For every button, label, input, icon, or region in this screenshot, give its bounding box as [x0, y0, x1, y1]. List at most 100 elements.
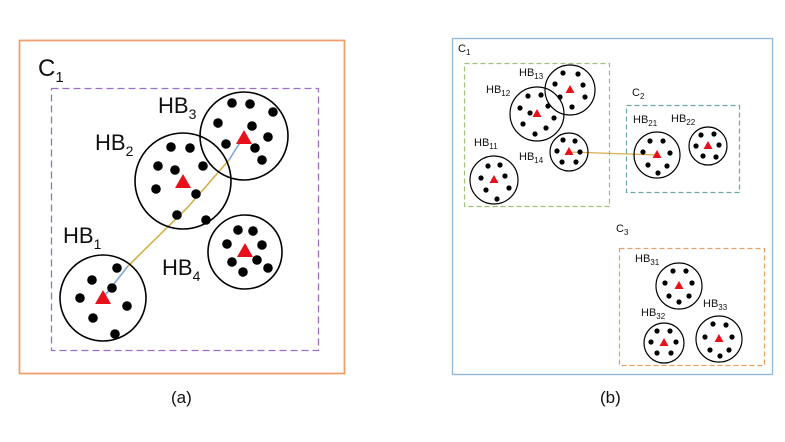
hyperball-hb22 — [688, 126, 728, 166]
hyperball-hb31 — [655, 262, 703, 310]
data-point — [654, 328, 660, 334]
data-point — [560, 70, 566, 76]
hyperball-boundary — [643, 322, 685, 364]
ball-center-triangle — [237, 243, 253, 257]
data-point — [654, 350, 660, 356]
ball-center-triangle — [703, 141, 713, 149]
data-point — [711, 131, 717, 137]
hb21-label: HB21 — [633, 114, 658, 128]
data-point — [520, 121, 526, 127]
data-point — [227, 257, 237, 267]
hyperball-boundary — [688, 126, 728, 166]
hb11-label: HB11 — [474, 137, 498, 151]
data-point — [525, 93, 531, 99]
data-point — [247, 121, 257, 131]
data-point — [559, 159, 565, 165]
hb4-label: HB4 — [162, 255, 201, 284]
data-point — [572, 138, 578, 144]
data-point — [483, 187, 489, 193]
hb31-label: HB31 — [635, 253, 660, 267]
data-point — [573, 159, 579, 165]
data-point — [485, 163, 491, 169]
hyperball-hb32 — [643, 322, 685, 364]
data-point — [667, 328, 673, 334]
data-point — [655, 170, 661, 176]
data-point — [670, 268, 676, 274]
data-point — [227, 98, 237, 108]
hyperball-boundary — [549, 132, 589, 172]
data-point — [185, 143, 195, 153]
data-point — [666, 293, 672, 299]
data-point — [723, 322, 729, 328]
data-point — [172, 210, 182, 220]
data-point — [689, 280, 695, 286]
data-point — [248, 226, 258, 236]
ball-center-triangle — [175, 174, 191, 188]
data-point — [263, 263, 273, 273]
data-point — [580, 82, 586, 88]
cluster-c2-label: C2 — [632, 87, 645, 101]
data-point — [238, 267, 248, 277]
hyperball-hb13 — [544, 64, 596, 116]
data-point — [213, 118, 223, 128]
data-point — [667, 150, 673, 156]
hyperball-hb21 — [633, 131, 681, 179]
link-hb2-hb3-yellow — [187, 159, 230, 208]
hyperball-hb2 — [134, 132, 232, 230]
hyperball-boundary — [469, 155, 519, 205]
ball-center-triangle — [714, 334, 724, 342]
hb14-label: HB14 — [519, 151, 544, 165]
data-point — [257, 240, 267, 250]
outer-frame — [451, 37, 774, 376]
ball-center-triangle — [95, 290, 111, 304]
data-point — [702, 334, 708, 340]
hyperball-hb3 — [199, 91, 289, 181]
data-point — [245, 99, 255, 109]
data-point — [122, 301, 132, 311]
data-point — [577, 149, 583, 155]
hb12-label: HB12 — [486, 84, 511, 98]
cluster-c1-frame — [18, 39, 346, 375]
data-point — [668, 350, 674, 356]
hyperball-boundary — [134, 132, 232, 230]
data-point — [543, 125, 549, 131]
ball-center-triangle — [532, 109, 542, 117]
ball-center-triangle — [565, 85, 575, 93]
data-point — [538, 92, 544, 98]
data-point — [527, 110, 533, 116]
hyperball-hb1 — [59, 254, 147, 342]
data-point — [88, 313, 98, 323]
hyperball-boundary — [199, 91, 289, 181]
hyperball-hb33 — [695, 315, 743, 363]
data-point — [532, 131, 538, 137]
cluster-c3-label: C3 — [616, 223, 629, 237]
data-point — [551, 115, 557, 121]
hyperball-hb12 — [509, 86, 565, 142]
data-point — [112, 263, 122, 273]
cluster-c1-label: C1 — [458, 43, 471, 57]
hyperball-boundary — [655, 262, 703, 310]
data-point — [569, 104, 575, 110]
data-point — [506, 185, 512, 191]
data-point — [153, 161, 163, 171]
ball-center-triangle — [489, 175, 499, 183]
hb2-label: HB2 — [95, 130, 134, 159]
hyperball-hb11 — [469, 155, 519, 205]
data-point — [478, 175, 484, 181]
hb1-label: HB1 — [63, 223, 102, 252]
ball-center-triangle — [652, 150, 662, 158]
cluster-c1-boundary — [463, 62, 611, 208]
hb13-label: HB13 — [519, 67, 544, 81]
data-point — [700, 153, 706, 159]
data-point — [664, 163, 670, 169]
hyperball-boundary — [544, 64, 596, 116]
data-point — [268, 107, 278, 117]
data-point — [494, 196, 500, 202]
hyperball-hb4 — [207, 214, 283, 290]
data-point — [686, 293, 692, 299]
hyperball-boundary — [207, 214, 283, 290]
cluster-c3-boundary — [618, 247, 766, 367]
hb32-label: HB32 — [641, 307, 666, 321]
data-point — [582, 94, 588, 100]
data-point — [502, 173, 508, 179]
